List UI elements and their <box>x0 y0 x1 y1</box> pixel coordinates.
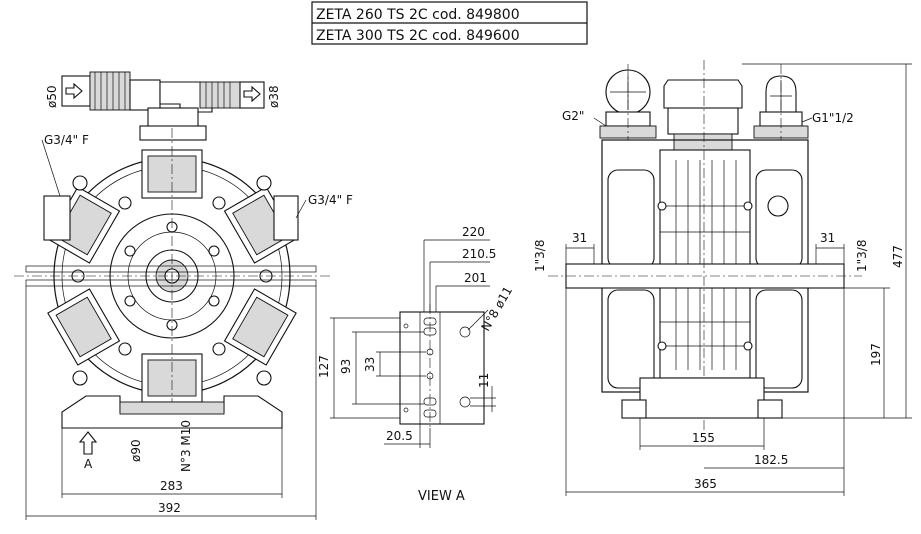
label-dia-38: ø38 <box>267 85 281 108</box>
view-a-caption: VIEW A <box>418 489 465 504</box>
dim-392: 392 <box>158 501 181 515</box>
label-dia-50: ø50 <box>45 85 59 108</box>
center-dome <box>663 79 743 109</box>
dim-197: 197 <box>869 343 883 366</box>
left-port <box>43 195 71 241</box>
label-port-g1-1-2: G1"1/2 <box>812 111 854 125</box>
dim-201: 201 <box>464 271 487 285</box>
dim-127: 127 <box>317 355 331 378</box>
view-a-arrow-icon <box>78 431 98 455</box>
side-view: G2" G1"1/2 1"3/8 1"3/8 31 31 477 197 155… <box>533 60 912 496</box>
dim-182-5: 182.5 <box>754 453 788 467</box>
side-base <box>639 377 765 419</box>
label-thread-left: 1"3/8 <box>533 240 547 272</box>
dim-220: 220 <box>462 225 485 239</box>
dim-155: 155 <box>692 431 715 445</box>
base-plate <box>399 311 485 425</box>
dim-33: 33 <box>363 357 377 372</box>
right-port <box>273 195 299 241</box>
label-port-g2: G2" <box>562 109 584 123</box>
dim-365: 365 <box>694 477 717 491</box>
label-holes: N°8 ø11 <box>478 284 515 333</box>
front-view: ø50 ø38 <box>14 71 353 520</box>
hub-bolts <box>124 221 220 331</box>
rim-bolts <box>71 175 273 386</box>
dim-31-left: 31 <box>572 231 587 245</box>
flow-arrow-out-icon <box>243 85 261 103</box>
model-line-1: ZETA 260 TS 2C cod. 849800 <box>316 7 520 23</box>
view-a: 220 210.5 201 N°8 ø11 127 93 33 11 20.5 … <box>317 225 515 504</box>
flow-arrow-in-icon <box>65 82 83 100</box>
dim-477: 477 <box>891 245 905 268</box>
dim-11: 11 <box>477 373 491 388</box>
front-pipe <box>61 71 265 141</box>
dim-93: 93 <box>339 359 353 374</box>
label-port-left: G3/4" F <box>44 133 89 147</box>
label-port-right: G3/4" F <box>308 193 353 207</box>
label-bolts-m10: N°3 M10 <box>179 420 193 472</box>
dim-210-5: 210.5 <box>462 247 496 261</box>
dim-20-5: 20.5 <box>386 429 413 443</box>
model-line-2: ZETA 300 TS 2C cod. 849600 <box>316 28 520 44</box>
dim-283: 283 <box>160 479 183 493</box>
label-thread-right: 1"3/8 <box>855 240 869 272</box>
title-box: ZETA 260 TS 2C cod. 849800 ZETA 300 TS 2… <box>311 1 588 45</box>
label-dia-90: ø90 <box>129 439 143 462</box>
label-arrow-a: A <box>84 457 93 471</box>
dim-31-right: 31 <box>820 231 835 245</box>
